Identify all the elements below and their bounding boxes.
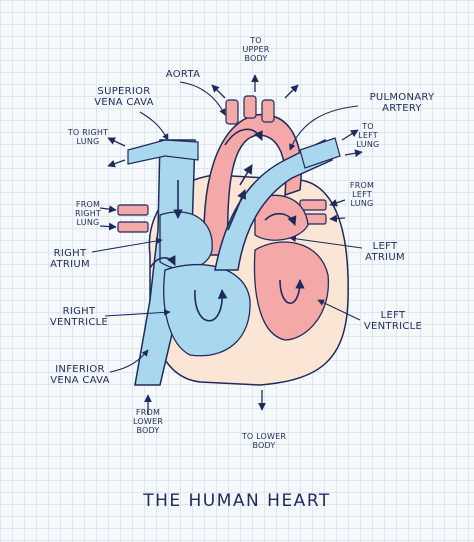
leader-left-atrium: [289, 235, 363, 249]
leader-ivc: [109, 349, 149, 373]
flow-arrow-to-aorta: [239, 164, 253, 186]
label-from-lower-body: FROM LOWER BODY: [133, 408, 163, 435]
arrow-to-left-lung-2: [344, 149, 363, 158]
arrow-to-upper-body-left: [211, 84, 226, 99]
flow-arrow-aorta: [224, 128, 263, 146]
arrow-from-right-lung-1: [99, 205, 117, 213]
page-title: THE HUMAN HEART: [143, 491, 331, 511]
flow-arrow-pa: [227, 189, 247, 231]
flow-arrow-lv: [279, 279, 305, 305]
label-to-upper-body: TO UPPER BODY: [242, 36, 270, 63]
leader-svc: [139, 111, 169, 141]
flow-arrow-rv: [194, 289, 228, 322]
arrow-from-left-lung-2: [329, 214, 346, 223]
aorta-branches: [225, 95, 275, 125]
arrow-from-right-lung-2: [99, 222, 117, 231]
aorta: [203, 113, 302, 256]
arrow-from-left-lung-1: [329, 199, 346, 207]
label-aorta: AORTA: [165, 69, 201, 80]
arrow-to-right-lung-1: [107, 137, 126, 147]
pulmonary-veins-right: [117, 204, 149, 233]
right-ventricle: [163, 263, 251, 357]
label-superior-vena-cava: SUPERIOR VENA CAVA: [94, 86, 154, 108]
label-to-left-lung: TO LEFT LUNG: [356, 122, 380, 149]
arrow-to-left-lung-1: [341, 129, 359, 141]
leader-left-ventricle: [317, 299, 361, 321]
label-right-ventricle: RIGHT VENTRICLE: [49, 306, 109, 328]
left-atrium: [254, 194, 309, 241]
label-to-right-lung: TO RIGHT LUNG: [67, 128, 109, 146]
label-left-ventricle: LEFT VENTRICLE: [363, 310, 423, 332]
label-right-atrium: RIGHT ATRIUM: [50, 248, 90, 270]
leader-aorta: [179, 81, 226, 116]
leader-right-ventricle: [104, 309, 171, 317]
label-inferior-vena-cava: INFERIOR VENA CAVA: [50, 364, 110, 386]
arrow-to-upper-body-right: [284, 84, 299, 99]
label-to-lower-body: TO LOWER BODY: [241, 432, 287, 450]
pulmonary-artery-left-branch: [299, 137, 341, 169]
label-from-right-lung: FROM RIGHT LUNG: [74, 200, 102, 227]
left-ventricle: [253, 241, 329, 341]
flow-arrow-la: [264, 212, 297, 226]
leader-pulmonary-artery: [289, 105, 359, 151]
leader-right-atrium: [91, 237, 163, 253]
flow-arrow-ra-rv: [149, 255, 176, 269]
label-pulmonary-artery: PULMONARY ARTERY: [369, 92, 435, 114]
arrow-to-right-lung-2: [107, 159, 126, 168]
label-from-left-lung: FROM LEFT LUNG: [349, 181, 375, 208]
label-left-atrium: LEFT ATRIUM: [365, 241, 405, 263]
